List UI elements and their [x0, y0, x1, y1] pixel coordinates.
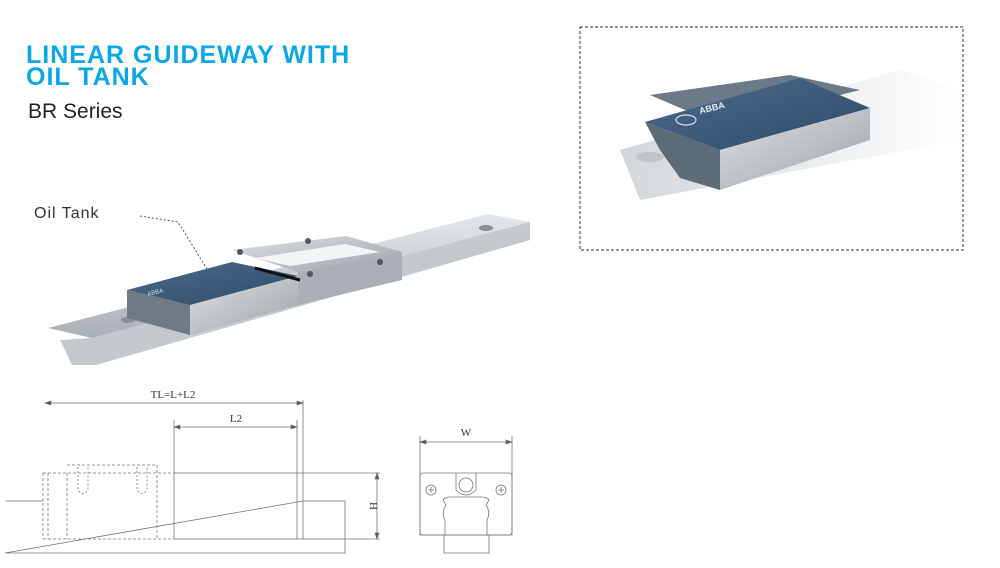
side-view-drawing [4, 400, 380, 554]
detail-inset: ABBA [579, 26, 964, 251]
end-view-drawing [418, 436, 514, 554]
oil-tank-length-label: L2 [230, 413, 242, 425]
block-flange-top [255, 244, 380, 266]
series-subtitle: BR Series [28, 100, 123, 123]
bolt-hole [377, 259, 383, 265]
page-title: LINEAR GUIDEWAY WITH OIL TANK [26, 41, 351, 91]
brand-marking: ABBA [147, 288, 164, 298]
guideway-render: ABBA [48, 214, 530, 365]
height-label: H [367, 502, 379, 510]
oil-tank-side [190, 276, 298, 335]
inset-oil-tank-top [645, 78, 870, 150]
title-line-2: OIL TANK [26, 63, 150, 91]
block-side [298, 252, 402, 305]
inset-oil-tank-side [720, 108, 870, 190]
rail-hole [479, 225, 493, 231]
oil-tank-front [127, 290, 190, 335]
bolt-hole [307, 271, 313, 277]
total-length-label: TL=L+L2 [151, 389, 196, 401]
bolt-hole [237, 249, 243, 255]
seal-strip [254, 266, 301, 282]
callout-leader [139, 215, 216, 283]
title-line-1: LINEAR GUIDEWAY WITH [26, 41, 351, 69]
oil-tank-top [127, 262, 298, 305]
oil-tank-callout-label: Oil Tank [34, 205, 100, 222]
bolt-hole [305, 238, 311, 244]
width-label: W [461, 427, 472, 439]
